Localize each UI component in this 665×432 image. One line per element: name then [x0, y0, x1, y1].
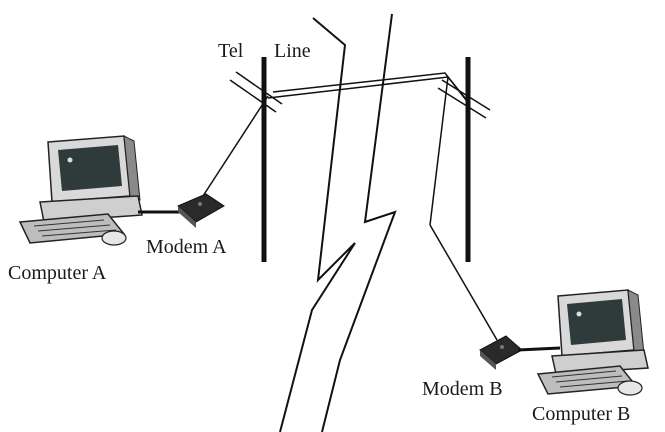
drop-wire-b: [429, 224, 498, 341]
drop-wire-a: [202, 95, 269, 197]
tel-label: Tel: [218, 40, 244, 62]
telephone-wires: [267, 72, 471, 226]
computer-b-label: Computer B: [532, 403, 630, 425]
computer-a-label: Computer A: [8, 262, 107, 284]
line-label: Line: [274, 40, 311, 62]
modem-b-label: Modem B: [422, 378, 503, 400]
modem-b-icon: [479, 335, 561, 370]
computer-b-icon: [536, 289, 649, 396]
modem-a-icon: [177, 193, 225, 228]
distance-break-right: [321, 13, 397, 432]
computer-a-icon: [18, 135, 180, 246]
modem-a-label: Modem A: [146, 236, 227, 258]
distance-break-left: [279, 17, 356, 432]
pole-a-crossbars: [229, 71, 283, 113]
